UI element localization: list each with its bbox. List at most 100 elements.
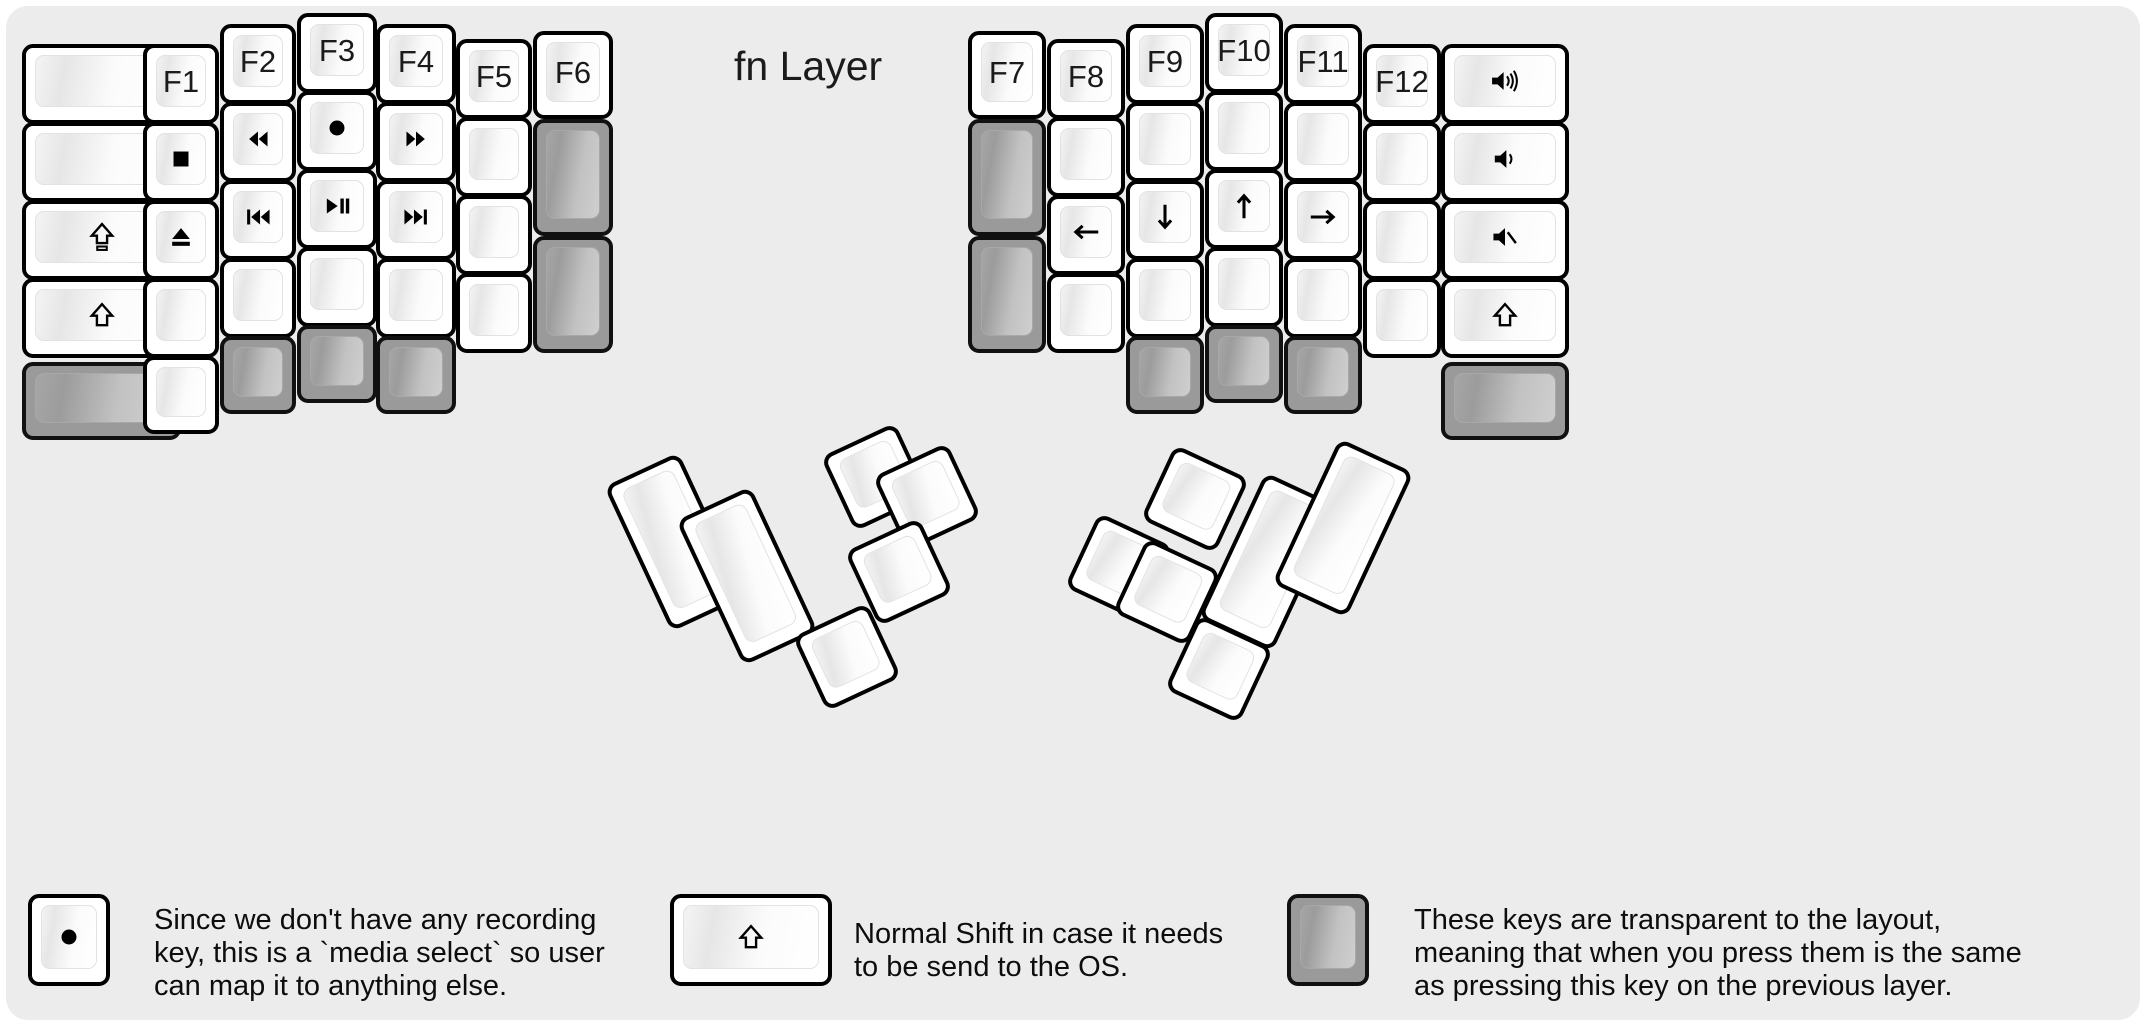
right-col-f8-key-2[interactable] xyxy=(1047,117,1125,197)
right-col-f11-key-4[interactable] xyxy=(1284,258,1362,338)
left-col-f1-key-5[interactable] xyxy=(143,356,219,434)
right-col-f7-key-3[interactable] xyxy=(968,236,1046,353)
legend-key-3[interactable] xyxy=(1287,894,1369,986)
left-col-f3-key-3[interactable] xyxy=(297,169,377,249)
right-col-f8-key-1[interactable]: F8 xyxy=(1047,39,1125,119)
right-col-f11-key-1[interactable]: F11 xyxy=(1284,24,1362,104)
right-col-f10-key-2[interactable] xyxy=(1205,91,1283,171)
right-col-f11-key-3[interactable] xyxy=(1284,180,1362,260)
right-col-f8-key-3[interactable] xyxy=(1047,195,1125,275)
keycap-face xyxy=(1218,258,1270,310)
right-col-f9-key-2[interactable] xyxy=(1126,102,1204,182)
right-col-f7-key-1[interactable]: F7 xyxy=(968,31,1046,119)
right-col-f12-key-4[interactable] xyxy=(1363,278,1441,358)
right-col-f10-key-4[interactable] xyxy=(1205,247,1283,327)
keycap-body xyxy=(297,91,377,171)
right-col-f11-key-5[interactable] xyxy=(1284,336,1362,414)
keycap-face xyxy=(156,211,206,263)
keycap-body xyxy=(1284,258,1362,338)
left-col-f6-key-2[interactable] xyxy=(533,119,613,236)
right-col-f12-key-2[interactable] xyxy=(1363,122,1441,202)
left-col-f4-key-4[interactable] xyxy=(376,258,456,338)
left-col-f2-key-2[interactable] xyxy=(220,102,296,182)
right-col-outer-right-key-1[interactable] xyxy=(1441,44,1569,124)
right-col-outer-right-key-4[interactable] xyxy=(1441,278,1569,358)
arrow-up-icon xyxy=(1227,189,1261,223)
keycap-face: F12 xyxy=(1375,55,1429,107)
left-col-f5-key-1[interactable]: F5 xyxy=(456,39,532,119)
right-col-f9-key-5[interactable] xyxy=(1126,336,1204,414)
keycap-body: F11 xyxy=(1284,24,1362,104)
right-col-f10-key-1[interactable]: F10 xyxy=(1205,13,1283,93)
keycap-face xyxy=(1454,55,1556,107)
left-col-f2-key-5[interactable] xyxy=(220,336,296,414)
keycap-body xyxy=(297,325,377,403)
right-thumb-key-2[interactable] xyxy=(1140,444,1250,554)
left-col-f1-key-4[interactable] xyxy=(143,278,219,358)
right-col-f8-key-4[interactable] xyxy=(1047,273,1125,353)
keycap-face xyxy=(389,113,443,165)
keycap-body xyxy=(1205,169,1283,249)
keycap-body xyxy=(1441,44,1569,124)
left-col-f4-key-1[interactable]: F4 xyxy=(376,24,456,104)
left-col-f1-key-1[interactable]: F1 xyxy=(143,44,219,124)
left-col-f6-key-1[interactable]: F6 xyxy=(533,31,613,119)
left-col-f2-key-4[interactable] xyxy=(220,258,296,338)
arrow-down-icon xyxy=(1148,200,1182,234)
media-next-icon xyxy=(404,209,427,225)
legend-key-1[interactable] xyxy=(28,894,110,986)
keycap-body: F1 xyxy=(143,44,219,124)
left-col-f1-key-3[interactable] xyxy=(143,200,219,280)
right-col-f7-key-2[interactable] xyxy=(968,119,1046,236)
left-col-f5-key-2[interactable] xyxy=(456,117,532,197)
left-col-f2-key-3[interactable] xyxy=(220,180,296,260)
left-col-f4-key-5[interactable] xyxy=(376,336,456,414)
right-col-f9-key-1[interactable]: F9 xyxy=(1126,24,1204,104)
left-col-f3-key-4[interactable] xyxy=(297,247,377,327)
keycap-face xyxy=(1139,191,1191,243)
keycap-body xyxy=(1363,200,1441,280)
right-col-outer-right-key-3[interactable] xyxy=(1441,200,1569,280)
right-col-f11-key-2[interactable] xyxy=(1284,102,1362,182)
keycap-body xyxy=(1441,200,1569,280)
keycap-body xyxy=(1441,362,1569,440)
shift-icon xyxy=(1488,298,1522,332)
keycap-body: F5 xyxy=(456,39,532,119)
keycap-face xyxy=(808,617,883,691)
right-col-outer-right-key-2[interactable] xyxy=(1441,122,1569,202)
shift-icon xyxy=(85,298,119,332)
left-col-f4-key-2[interactable] xyxy=(376,102,456,182)
keycap-face: F7 xyxy=(981,42,1033,102)
keycap-body xyxy=(1441,122,1569,202)
arrow-right-icon xyxy=(1310,209,1336,225)
left-col-f1-key-2[interactable] xyxy=(143,122,219,202)
left-col-f3-key-1[interactable]: F3 xyxy=(297,13,377,93)
right-col-f12-key-3[interactable] xyxy=(1363,200,1441,280)
right-col-outer-right-key-5[interactable] xyxy=(1441,362,1569,440)
keycap-face xyxy=(692,501,800,645)
keycap-face xyxy=(1218,180,1270,232)
left-col-f5-key-4[interactable] xyxy=(456,273,532,353)
arrow-left-icon xyxy=(1069,215,1103,249)
keycap-face xyxy=(1376,211,1428,263)
keycap-face xyxy=(389,347,443,397)
left-col-f5-key-3[interactable] xyxy=(456,195,532,275)
keycap-face xyxy=(310,258,364,310)
right-col-f10-key-5[interactable] xyxy=(1205,325,1283,403)
right-col-f12-key-1[interactable]: F12 xyxy=(1363,44,1441,124)
left-col-f4-key-3[interactable] xyxy=(376,180,456,260)
keycap-face xyxy=(310,102,364,154)
right-col-f9-key-3[interactable] xyxy=(1126,180,1204,260)
right-col-f9-key-4[interactable] xyxy=(1126,258,1204,338)
keycap-face: F5 xyxy=(469,50,519,102)
volume-up-icon xyxy=(1492,70,1518,92)
right-col-f10-key-3[interactable] xyxy=(1205,169,1283,249)
keycap-face: F2 xyxy=(233,35,283,87)
keycap-body xyxy=(456,117,532,197)
legend-key-2[interactable] xyxy=(670,894,832,986)
left-col-f3-key-2[interactable] xyxy=(297,91,377,171)
left-col-f3-key-5[interactable] xyxy=(297,325,377,403)
left-col-f2-key-1[interactable]: F2 xyxy=(220,24,296,104)
keycap-face xyxy=(1060,284,1112,336)
left-col-f6-key-3[interactable] xyxy=(533,236,613,353)
